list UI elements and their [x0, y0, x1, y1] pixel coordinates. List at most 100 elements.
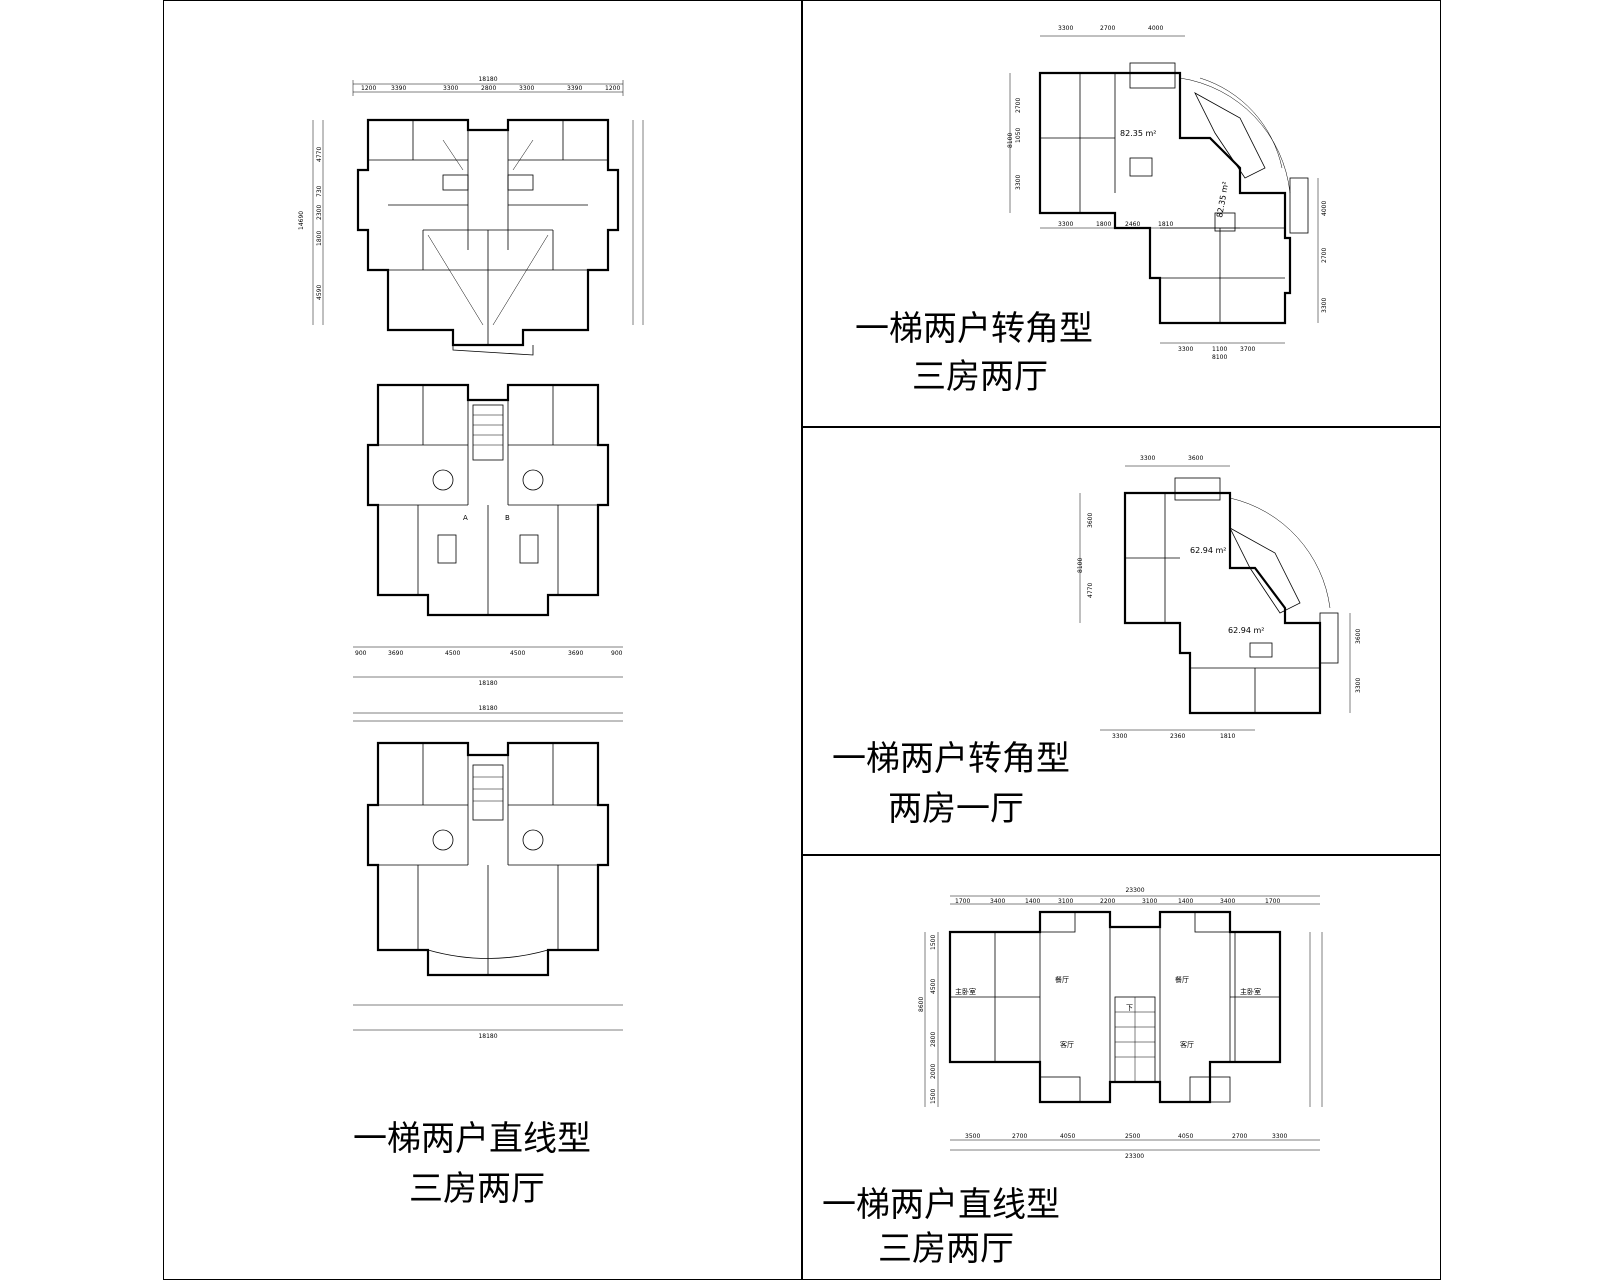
- dimension-label: 2800: [481, 85, 496, 92]
- dimension-label: 3300: [519, 85, 534, 92]
- dimension-label: 3300: [1272, 1133, 1287, 1140]
- side-total-label: 8100: [1007, 133, 1014, 148]
- dimension-label: 3300: [443, 85, 458, 92]
- left-caption-line2: 三房两厅: [409, 1169, 545, 1209]
- dining-room-label: 餐厅: [1055, 975, 1069, 984]
- bottom-dimension-line: 3300 1100 3700 8100: [1160, 342, 1285, 361]
- floor-plan-3: 18180 18180: [353, 705, 623, 1040]
- top-dimension-line: 23300 1700 3400 1400 3100 2200 3100 1400…: [950, 887, 1320, 905]
- right-dimension-line: 3600 3300: [1349, 613, 1362, 713]
- dimension-label: 3300: [1015, 175, 1022, 190]
- bottom-dimension-line: 900 3690 4500 4500 3690 900 18180: [353, 646, 623, 687]
- dimension-label: 2700: [1321, 248, 1328, 263]
- dimension-label: 3600: [1355, 629, 1362, 644]
- dimension-label: 2000: [930, 1064, 937, 1079]
- dimension-label: 3300: [1355, 678, 1362, 693]
- dimension-label: 1810: [1220, 733, 1235, 740]
- dimension-label: 3600: [1087, 513, 1094, 528]
- dimension-label: 2460: [1125, 221, 1140, 228]
- right-top-panel-frame: [801, 0, 1441, 428]
- building-outline: 餐厅 餐厅 客厅 客厅 主卧室 主卧室 下: [948, 910, 1282, 1104]
- dimension-label: 1050: [1015, 128, 1022, 143]
- linear-right-caption-line2: 三房两厅: [878, 1229, 1014, 1269]
- dimension-label: 4050: [1178, 1133, 1193, 1140]
- unit-area-label: 62.94 m²: [1228, 626, 1264, 635]
- dimension-label: 3300: [1058, 25, 1073, 32]
- total-dimension-label: 18180: [478, 1033, 497, 1040]
- linear-right-caption-line1: 一梯两户直线型: [822, 1185, 1060, 1225]
- dimension-label: 1810: [1158, 221, 1173, 228]
- total-dimension-label: 8100: [1212, 354, 1227, 361]
- dimension-label: 3600: [1188, 455, 1203, 462]
- linear-floor-plans-left: 18180 1200 3390 3300 2800 3300 3390 1200…: [298, 76, 644, 1040]
- unit-area-label: 82.35 m²: [1120, 129, 1156, 138]
- top-dimension-line: 18180 1200 3390 3300 2800 3300 3390 1200: [352, 76, 624, 96]
- dimension-label: 3300: [1178, 346, 1193, 353]
- unit-b-label: B: [505, 514, 510, 522]
- total-dimension-label: 23300: [1125, 1153, 1144, 1160]
- total-dimension-label: 18180: [478, 680, 497, 687]
- dimension-label: 1100: [1212, 346, 1227, 353]
- dimension-label: 1700: [1265, 898, 1280, 905]
- dimension-label: 3300: [1321, 298, 1328, 313]
- corner-floor-plan-two-bedroom: 3300 3600 3600 4770 8100 62.94 m² 62.94 …: [1077, 455, 1362, 740]
- dimension-label: 3400: [990, 898, 1005, 905]
- building-outline: [366, 741, 610, 977]
- dimension-label: 2200: [1100, 898, 1115, 905]
- dimension-label: 3300: [1058, 221, 1073, 228]
- dimension-label: 4500: [510, 650, 525, 657]
- dimension-label: 2700: [1015, 98, 1022, 113]
- dimension-label: 1500: [930, 1089, 937, 1104]
- total-dimension-label: 18180: [478, 76, 497, 83]
- building-outline: A B: [366, 383, 610, 617]
- side-total-label: 14690: [298, 211, 305, 230]
- living-room-label: 客厅: [1180, 1040, 1194, 1049]
- stair-label: 下: [1126, 1004, 1133, 1012]
- living-room-label: 客厅: [1060, 1040, 1074, 1049]
- dimension-label: 4050: [1060, 1133, 1075, 1140]
- dimension-label: 4000: [1148, 25, 1163, 32]
- side-total-label: 8100: [1077, 558, 1084, 573]
- master-bedroom-label: 主卧室: [1240, 987, 1261, 996]
- dimension-label: 3690: [388, 650, 403, 657]
- floor-plan-2: A B 900 3690 4500 4500 3690 900 18180: [353, 383, 623, 687]
- bottom-dimension-line: 3300 2360 1810: [1100, 729, 1255, 740]
- right-side-dimension-line: [632, 120, 644, 325]
- mid-dimension-line: 3300 1800 2460 1810: [1040, 221, 1240, 229]
- dimension-label: 730: [316, 185, 323, 197]
- left-dimension-line: 3600 4770 8100: [1077, 493, 1094, 623]
- dimension-label: 900: [611, 650, 623, 657]
- dimension-label: 3300: [1112, 733, 1127, 740]
- dimension-label: 3100: [1142, 898, 1157, 905]
- dimension-label: 1200: [361, 85, 376, 92]
- master-bedroom-label: 主卧室: [955, 987, 976, 996]
- right-dimension-line: 4000 2700 3300: [1317, 178, 1328, 323]
- dimension-label: 3300: [1140, 455, 1155, 462]
- dimension-label: 2800: [930, 1032, 937, 1047]
- linear-floor-plan-right: 23300 1700 3400 1400 3100 2200 3100 1400…: [918, 887, 1323, 1160]
- dimension-label: 1400: [1178, 898, 1193, 905]
- corner3-caption-line1: 一梯两户转角型: [855, 309, 1093, 349]
- top-dimension-line: 18180: [353, 705, 623, 722]
- dimension-label: 2700: [1012, 1133, 1027, 1140]
- dimension-label: 1700: [955, 898, 970, 905]
- dimension-label: 3690: [568, 650, 583, 657]
- dining-room-label: 餐厅: [1175, 975, 1189, 984]
- dimension-label: 1800: [316, 231, 323, 246]
- corner2-caption-line1: 一梯两户转角型: [832, 739, 1070, 779]
- left-dimension-line: 1500 4500 2800 2000 1500 8600: [918, 932, 939, 1107]
- building-outline: 62.94 m² 62.94 m²: [1123, 477, 1339, 715]
- dimension-label: 3100: [1058, 898, 1073, 905]
- dimension-label: 4500: [445, 650, 460, 657]
- dimension-label: 4770: [316, 147, 323, 162]
- dimension-label: 1400: [1025, 898, 1040, 905]
- dimension-label: 3500: [965, 1133, 980, 1140]
- left-dimension-line: 2700 1050 3300 8100: [1007, 73, 1022, 213]
- total-dimension-label: 18180: [478, 705, 497, 712]
- dimension-label: 4000: [1321, 201, 1328, 216]
- unit-a-label: A: [463, 514, 468, 522]
- building-outline: 82.35 m² 82.35 m²: [1038, 62, 1309, 325]
- bottom-dimension-line: 18180: [353, 1004, 623, 1040]
- corner3-caption-line2: 三房两厅: [912, 357, 1048, 397]
- dimension-label: 3390: [391, 85, 406, 92]
